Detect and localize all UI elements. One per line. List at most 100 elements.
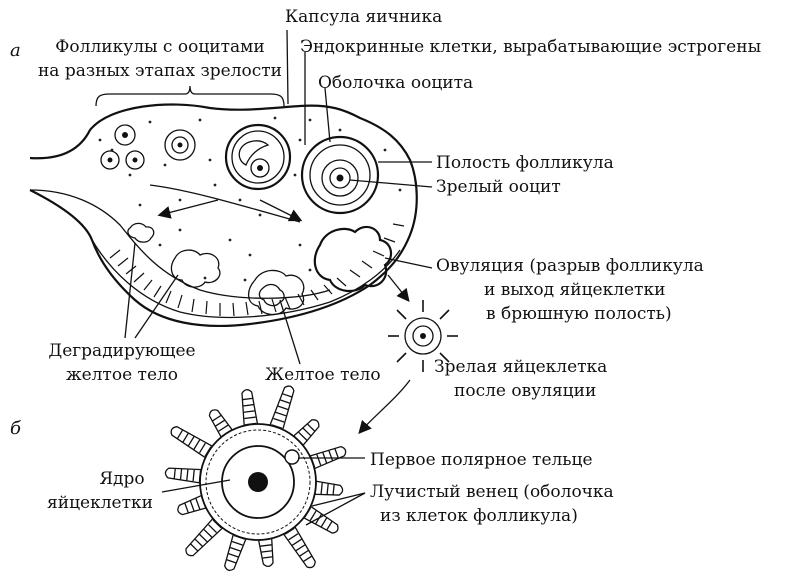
label-polar-body: Первое полярное тельце	[370, 450, 593, 470]
growing-follicle	[224, 123, 292, 191]
inner-cord	[149, 184, 301, 223]
corona-ray-segment	[288, 533, 299, 541]
corona-ray-segment	[242, 403, 255, 407]
corona-ray-segment	[182, 432, 190, 443]
corona-ray	[241, 389, 260, 433]
corona-ray-segment	[320, 517, 328, 528]
corona-ray	[256, 531, 274, 567]
corona-ray	[185, 513, 228, 557]
corona-ray-segment	[302, 555, 313, 563]
corona-ray-segment	[193, 439, 201, 450]
corona-ray-segment	[179, 468, 183, 480]
corona-ray-segment	[194, 538, 204, 548]
label-mature-egg-1: Зрелая яйцеклетка	[434, 357, 607, 377]
corona-ray-segment	[189, 500, 195, 512]
corona-ray	[267, 385, 295, 436]
arrow-left	[157, 199, 219, 219]
corona-ray-segment	[214, 419, 226, 427]
corona-ray-segment	[176, 429, 184, 440]
label-corona-1: Лучистый венец (оболочка	[370, 482, 614, 502]
label-corona-2: из клеток фолликула)	[380, 506, 578, 526]
ovary-body	[29, 103, 418, 327]
label-mature-egg-2: после овуляции	[454, 381, 596, 401]
label-follicles-2: на разных этапах зрелости	[38, 61, 282, 81]
corona-ray-segment	[187, 436, 195, 447]
corona-ray-segment	[231, 540, 243, 546]
label-follicle-cavity: Полость фолликула	[436, 153, 614, 173]
corona-ray-segment	[298, 549, 310, 557]
egg-nucleus	[248, 472, 268, 492]
corona-ray-segment	[225, 558, 237, 564]
corona-ray-segment	[241, 397, 254, 401]
corona-ray-segment	[315, 513, 323, 525]
label-mature-oocyte: Зрелый ооцит	[436, 177, 561, 197]
small-follicles	[100, 124, 196, 170]
corona-ray-segment	[186, 469, 189, 481]
corona-ray-segment	[229, 546, 241, 552]
corona-ray-segment	[244, 416, 256, 420]
arrow-right	[259, 199, 303, 222]
corona-ray-segment	[279, 399, 291, 404]
corona-ray-segment	[198, 533, 208, 543]
corona-ray-segment	[309, 510, 317, 521]
corona-ray-segment	[325, 520, 333, 531]
label-degrading-2: желтое тело	[66, 365, 178, 385]
corona-ray-segment	[275, 411, 287, 417]
corona-ray-segment	[260, 544, 272, 547]
corona-ray-segment	[316, 454, 322, 466]
corona-ray-segment	[326, 483, 329, 495]
label-ovulation-3: в брюшную полость)	[486, 304, 672, 324]
label-oocyte-shell: Оболочка ооцита	[318, 73, 473, 93]
label-follicles-1: Фолликулы с ооцитами	[55, 37, 264, 57]
corona-ray-segment	[306, 423, 316, 432]
label-yellow-body: Желтое тело	[265, 365, 381, 385]
ruptured-follicle	[313, 225, 393, 293]
corona-ray-segment	[298, 431, 308, 441]
corona-ray-segment	[211, 414, 222, 422]
stroma-dots	[98, 116, 402, 282]
corona-ray	[279, 520, 316, 569]
stroma-hatching	[109, 223, 405, 317]
corona-ray-segment	[273, 417, 285, 423]
leader-lines	[95, 29, 433, 526]
corona-ray-segment	[328, 450, 334, 462]
corona-ray-segment	[295, 544, 306, 552]
corona-ray-segment	[261, 550, 273, 553]
degrading-yellow-body-shape	[127, 222, 155, 243]
corona-ray-segment	[332, 483, 335, 496]
corona-ray-segment	[192, 469, 195, 482]
corona-ray-segment	[320, 482, 323, 495]
corona-ray-segment	[218, 424, 229, 432]
corona-ray-segment	[227, 552, 239, 558]
corona-ray-segment	[334, 447, 340, 459]
label-nucleus-2: яйцеклетки	[47, 493, 153, 513]
polar-body-shape	[284, 449, 300, 465]
label-ovulation-2: и выход яйцеклетки	[484, 280, 665, 300]
label-degrading-1: Деградирующее	[48, 341, 195, 361]
corona-ray	[170, 426, 219, 462]
mature-follicle	[300, 135, 380, 215]
part-label-a: а	[10, 40, 21, 61]
corona-ray-segment	[198, 442, 206, 454]
corona-ray-segment	[195, 498, 201, 510]
corona-ray	[308, 479, 344, 496]
corona-ray-segment	[203, 528, 213, 538]
label-nucleus-1: Ядро	[99, 469, 144, 489]
corona-ray-segment	[261, 556, 274, 559]
label-ovulation-1: Овуляция (разрыв фолликула	[436, 256, 704, 276]
corona-ray-segment	[281, 392, 293, 398]
label-capsule: Капсула яичника	[285, 7, 442, 27]
released-egg	[388, 300, 458, 372]
corona-ray-segment	[189, 543, 199, 552]
label-endocrine: Эндокринные клетки, вырабатывающие эстро…	[300, 37, 761, 57]
corona-ray-segment	[173, 468, 176, 480]
corona-ray-segment	[184, 502, 190, 514]
corona-ray-segment	[243, 410, 255, 413]
corona-ray-segment	[302, 427, 312, 437]
part-label-b: б	[10, 418, 22, 439]
ovulation-arrow	[387, 274, 410, 303]
corona-ray-segment	[277, 405, 289, 411]
corona-ray-segment	[291, 538, 302, 546]
